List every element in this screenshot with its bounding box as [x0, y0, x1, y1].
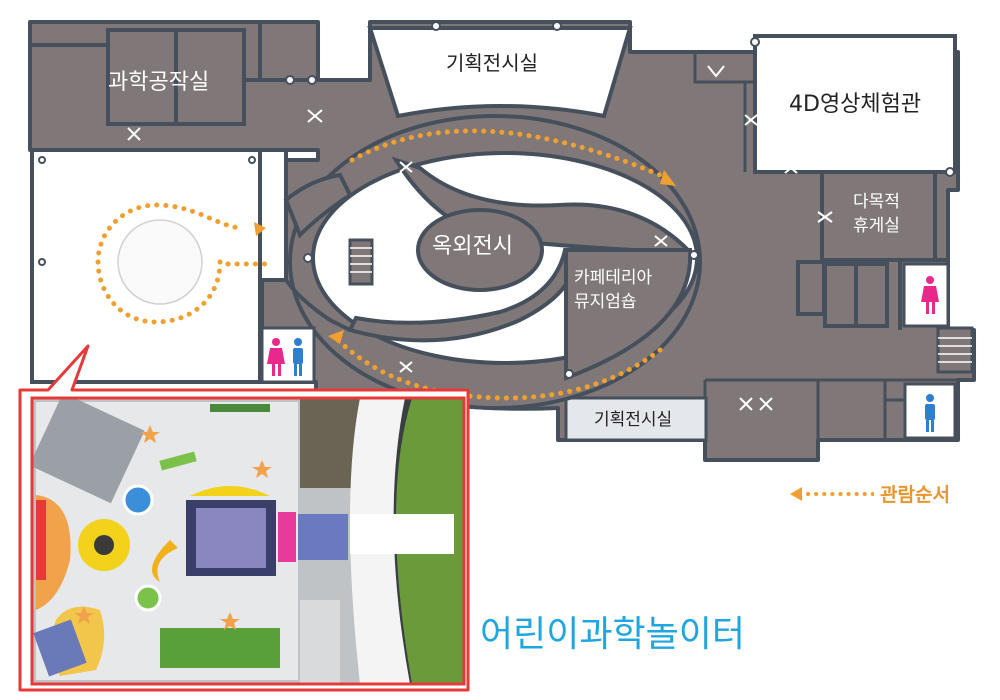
4d-room: [753, 34, 957, 174]
special-exhibit-top-label: 기획전시실: [446, 51, 538, 75]
central-ellipse: [288, 114, 702, 410]
cafe-label-line2: 뮤지엄숍: [574, 292, 637, 312]
4d-experience-label: 4D영상체험관: [789, 92, 922, 117]
rest-area-label-line1: 다목적: [853, 192, 900, 212]
special-exhibit-bottom-room: [564, 396, 708, 442]
left-connector: [283, 172, 353, 239]
door-icon: [127, 65, 833, 411]
female-restroom-icon: [267, 276, 939, 376]
male-restroom-icon: [293, 338, 935, 432]
kids-playground-title: 어린이과학놀이터: [480, 614, 745, 655]
kids-playground-inset: [18, 344, 470, 692]
cafe-label-line1: 카페테리아: [574, 268, 653, 288]
wall-node: [38, 21, 955, 379]
special-exhibit-bottom-label: 기획전시실: [594, 410, 673, 430]
stairs-icon: [348, 238, 974, 374]
route-legend-arrow-icon: [790, 486, 874, 501]
outdoor-exhibit-label: 옥외전시: [432, 234, 513, 259]
legend-label: 관람순서: [880, 484, 950, 506]
direction-arrow-icon: [254, 170, 676, 344]
rest-area-label-line2: 휴게실: [853, 216, 900, 236]
special-exhibit-top-room: [367, 26, 633, 119]
legend: 관람순서: [790, 480, 950, 507]
science-workshop-walls: [30, 22, 318, 200]
science-workshop-label: 과학공작실: [108, 70, 210, 95]
